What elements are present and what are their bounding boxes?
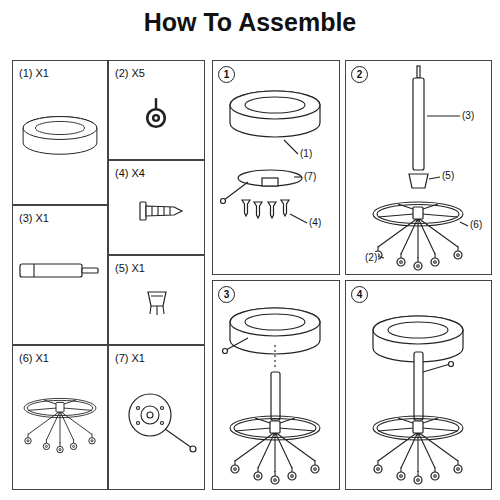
step-panel: 2 — [345, 60, 492, 275]
part-quantity: (4) X4 — [115, 167, 145, 179]
part-quantity: (2) X5 — [115, 67, 145, 79]
part-cell: (2) X5 — [108, 60, 205, 160]
part-quantity: (3) X1 — [19, 212, 49, 224]
part-cell: (7) X1 — [108, 345, 205, 490]
part-cell: (4) X4 — [108, 160, 205, 255]
callout-number: (5) — [441, 170, 455, 181]
part-quantity: (1) X1 — [19, 67, 49, 79]
part-quantity: (6) X1 — [19, 352, 49, 364]
step-number: 3 — [218, 286, 235, 303]
callout-number: (6) — [469, 219, 483, 230]
part-cell: (1) X1 — [12, 60, 108, 205]
step-number: 2 — [351, 66, 368, 83]
callout-number: (2) — [364, 252, 378, 263]
callout-number: (7) — [303, 171, 317, 182]
step-number: 1 — [218, 66, 235, 83]
step-panel: 4 — [345, 280, 492, 490]
part-quantity: (5) X1 — [115, 262, 145, 274]
part-cell: (6) X1 — [12, 345, 108, 490]
callout-number: (3) — [461, 110, 475, 121]
part-cell: (3) X1 — [12, 205, 108, 345]
step-number: 4 — [351, 286, 368, 303]
callout-number: (1) — [299, 148, 313, 159]
page-title: How To Assemble — [0, 8, 500, 37]
step-panel: 3 — [212, 280, 340, 490]
step-panel: 1 — [212, 60, 340, 275]
part-quantity: (7) X1 — [115, 352, 145, 364]
callout-number: (4) — [308, 217, 322, 228]
part-cell: (5) X1 — [108, 255, 205, 345]
